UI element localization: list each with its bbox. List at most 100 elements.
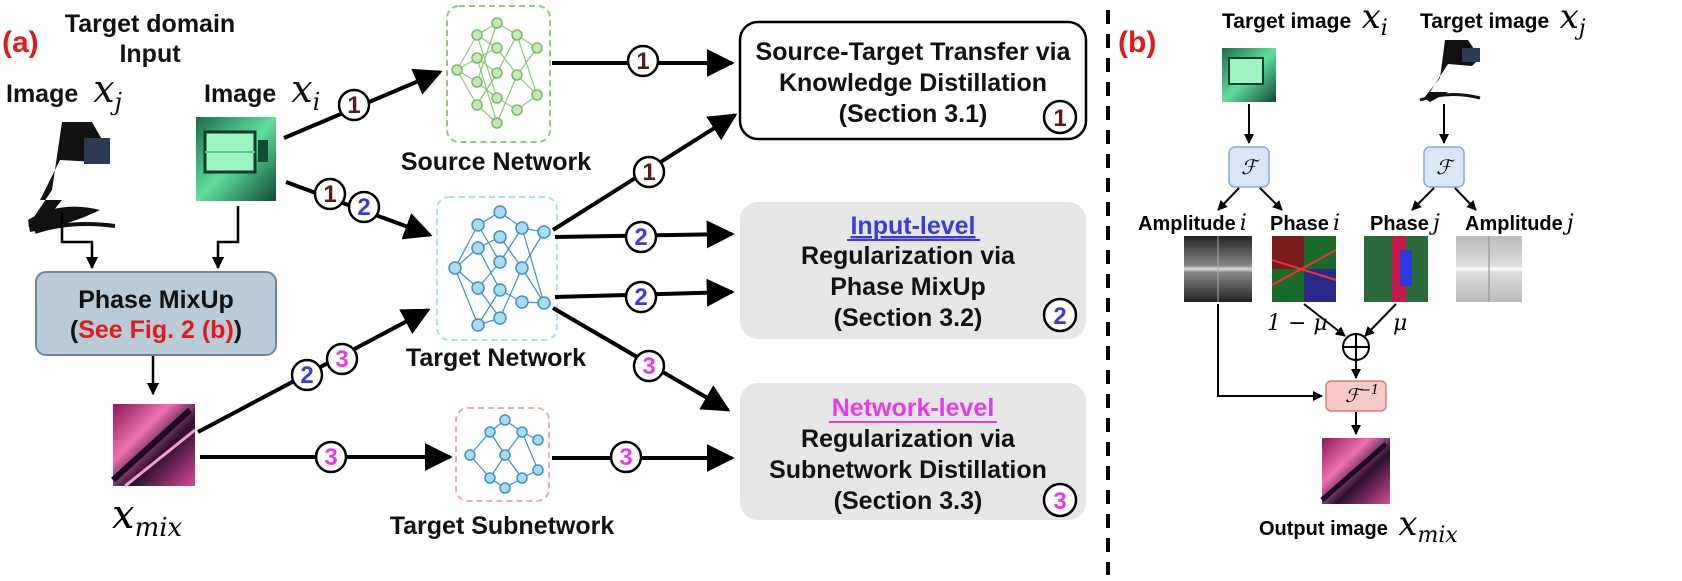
box1-line3: (Section 3.1) (839, 100, 988, 128)
arrow-amp-i-to-ifft (1217, 304, 1323, 401)
badge-1-source-to-box1: 1 (626, 44, 660, 78)
xmix-label: xmix (112, 492, 183, 543)
badge-1-image-to-target: 1 (313, 177, 347, 211)
arrow-phase-i-to-mix (1303, 303, 1346, 337)
arrow-fft-j-to-phase (1411, 187, 1435, 211)
box3-line3: (Section 3.3) (834, 487, 983, 515)
svg-text:3: 3 (642, 353, 655, 380)
arrow-image-i-to-mixup (211, 206, 240, 270)
badge-2-target-to-box2b: 2 (624, 280, 658, 314)
svg-text:1: 1 (323, 181, 336, 208)
phase-mixup-box (35, 271, 277, 356)
output-image-label: Output image xmix (1259, 504, 1458, 548)
box3-heading: Network-level (832, 394, 995, 422)
box2-badge: 2 (1042, 297, 1078, 333)
output-image (1320, 438, 1390, 504)
badge-3-xmix-to-target: 3 (325, 342, 359, 376)
panel-b-label: (b) (1118, 26, 1156, 59)
badge-2-target-to-box2a: 2 (624, 220, 658, 254)
target-subnetwork-frame (455, 407, 550, 502)
svg-text:3: 3 (619, 444, 632, 471)
tv-image-i (196, 117, 276, 201)
phase-mixup-title: Phase MixUp (78, 286, 234, 314)
box2-heading: Input-level (850, 212, 975, 240)
box-source-target-transfer (738, 20, 1088, 141)
inverse-fourier-symbol: ℱ−1 (1345, 383, 1379, 407)
target-network-label: Target Network (406, 344, 586, 372)
badge-2-image-to-target: 2 (347, 190, 381, 224)
panel-a-label: (a) (2, 26, 39, 59)
arrow-fft-j-to-amp (1454, 187, 1477, 211)
arrow-image-j-to-mixup (60, 212, 99, 270)
badge-3-xmix-to-subnetwork: 3 (314, 440, 348, 474)
box1-line2: Knowledge Distillation (779, 69, 1047, 97)
svg-text:2: 2 (300, 362, 313, 389)
badges: 1 1 2 2 3 3 1 1 (290, 44, 666, 474)
phase-mixup-ref: (See Fig. 2 (b)) (70, 316, 242, 344)
arrow-fft-i-to-amp (1217, 187, 1240, 211)
phase-i-image (1271, 236, 1337, 302)
badge-3-subnetwork-to-box3: 3 (609, 440, 643, 474)
input-title-line1: Target domain (65, 10, 235, 38)
box-network-level (740, 383, 1086, 520)
svg-text:1: 1 (1053, 105, 1066, 132)
source-network-label: Source Network (401, 148, 591, 176)
sketch-image-j (28, 122, 116, 234)
image-j-label: Image xj (6, 67, 123, 116)
svg-text:1: 1 (636, 48, 649, 75)
svg-text:2: 2 (1053, 303, 1066, 330)
badge-1-target-to-box1: 1 (632, 155, 666, 189)
badge-3-target-to-box3: 3 (632, 349, 666, 383)
svg-text:2: 2 (357, 194, 370, 221)
fourier-j-symbol: ℱ (1436, 155, 1455, 179)
svg-text:1: 1 (642, 159, 655, 186)
image-i-label: Image xi (204, 67, 320, 116)
mu-label: μ (1393, 311, 1407, 336)
amplitude-i-image (1184, 236, 1252, 302)
svg-text:3: 3 (1053, 488, 1066, 515)
xmix-image (110, 404, 196, 488)
target-subnetwork-nodes (464, 414, 544, 494)
box-input-level (740, 202, 1086, 339)
svg-text:3: 3 (324, 444, 337, 471)
svg-text:2: 2 (634, 284, 647, 311)
svg-text:2: 2 (634, 224, 647, 251)
box3-line2: Subnetwork Distillation (769, 456, 1047, 484)
input-title-line2: Input (119, 40, 181, 68)
source-network-frame (446, 5, 551, 143)
svg-text:1: 1 (347, 92, 360, 119)
box3-badge: 3 (1042, 482, 1078, 518)
fourier-box-i (1228, 146, 1270, 188)
badge-1-image-to-source: 1 (337, 88, 371, 122)
box2-line1: Regularization via (801, 242, 1016, 270)
oplus-icon (1342, 333, 1370, 361)
box2-line3: (Section 3.2) (834, 304, 983, 332)
box3-line1: Regularization via (801, 425, 1016, 453)
target-image-i-label: Target image xi (1222, 0, 1388, 41)
fourier-box-j (1423, 146, 1465, 188)
arrow-phase-j-to-mix (1364, 303, 1397, 337)
arrow-fft-i-to-phase (1259, 187, 1283, 211)
target-image-j-label: Target image xj (1420, 0, 1586, 41)
badge-2-xmix-to-target: 2 (290, 358, 324, 392)
box2-line2: Phase MixUp (830, 273, 986, 301)
svg-text:3: 3 (335, 346, 348, 373)
target-subnetwork-label: Target Subnetwork (390, 512, 615, 540)
box1-line1: Source-Target Transfer via (756, 38, 1072, 66)
target-network-frame (436, 196, 558, 341)
box1-badge: 1 (1042, 99, 1078, 135)
phase-j-image (1364, 236, 1428, 302)
target-image-j-thumb (1419, 40, 1481, 102)
flow-arrows (197, 49, 738, 472)
inverse-fourier-box (1325, 380, 1387, 412)
source-network-nodes (451, 17, 543, 129)
fourier-i-symbol: ℱ (1241, 155, 1260, 179)
amplitude-j-image (1456, 236, 1522, 302)
target-network-nodes (448, 205, 551, 332)
target-image-i-thumb (1222, 48, 1276, 102)
